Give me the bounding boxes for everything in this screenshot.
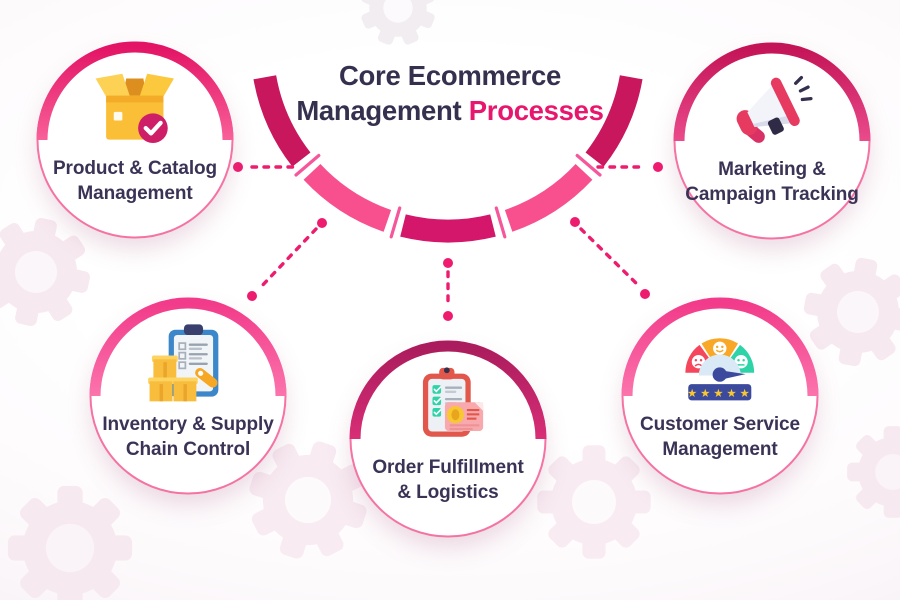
node-ring (673, 42, 871, 240)
inventory-clipboard-icon (148, 324, 219, 402)
connector-dot (317, 218, 327, 228)
hub-arc-segment (504, 163, 593, 232)
node-ring (36, 41, 234, 239)
connector-line (257, 227, 318, 291)
node-label: Order Fulfillment& Logistics (372, 457, 524, 504)
title-line2-accent: Processes (468, 95, 604, 127)
gear-icon (7, 485, 133, 600)
connector-dot (443, 258, 453, 268)
title-line1: Core Ecommerce (338, 60, 562, 91)
connector-dot (653, 162, 663, 172)
order-checklist-icon (423, 367, 484, 437)
title-line2: Management Processes (250, 93, 650, 128)
megaphone-icon (736, 75, 813, 143)
connector-dot (443, 311, 453, 321)
page-title: Core Ecommerce Management Processes (250, 58, 650, 128)
hub-arc-tick (494, 206, 507, 239)
hub-arc-segment (303, 163, 392, 232)
node-order-fulfillment-logistics: Order Fulfillment& Logistics (348, 339, 548, 539)
hub-arc-tick (389, 206, 402, 239)
product-box-icon (95, 73, 175, 143)
gear-icon (348, 0, 448, 58)
five-star-rating: ★★★★★ (687, 386, 753, 400)
hub-arc-tick (575, 153, 602, 177)
hub-arc-tick (294, 153, 321, 177)
hub-arc-segment (400, 214, 496, 243)
satisfaction-gauge-icon: ★★★★★ (685, 338, 755, 401)
node-label: Marketing &Campaign Tracking (685, 159, 859, 206)
node-marketing-campaign-tracking: Marketing &Campaign Tracking (672, 41, 872, 241)
title-line2-dark: Management (296, 95, 462, 127)
gear-icon (847, 426, 900, 518)
node-ring (89, 297, 287, 495)
connector-dot (570, 217, 580, 227)
connector-line (579, 227, 641, 288)
